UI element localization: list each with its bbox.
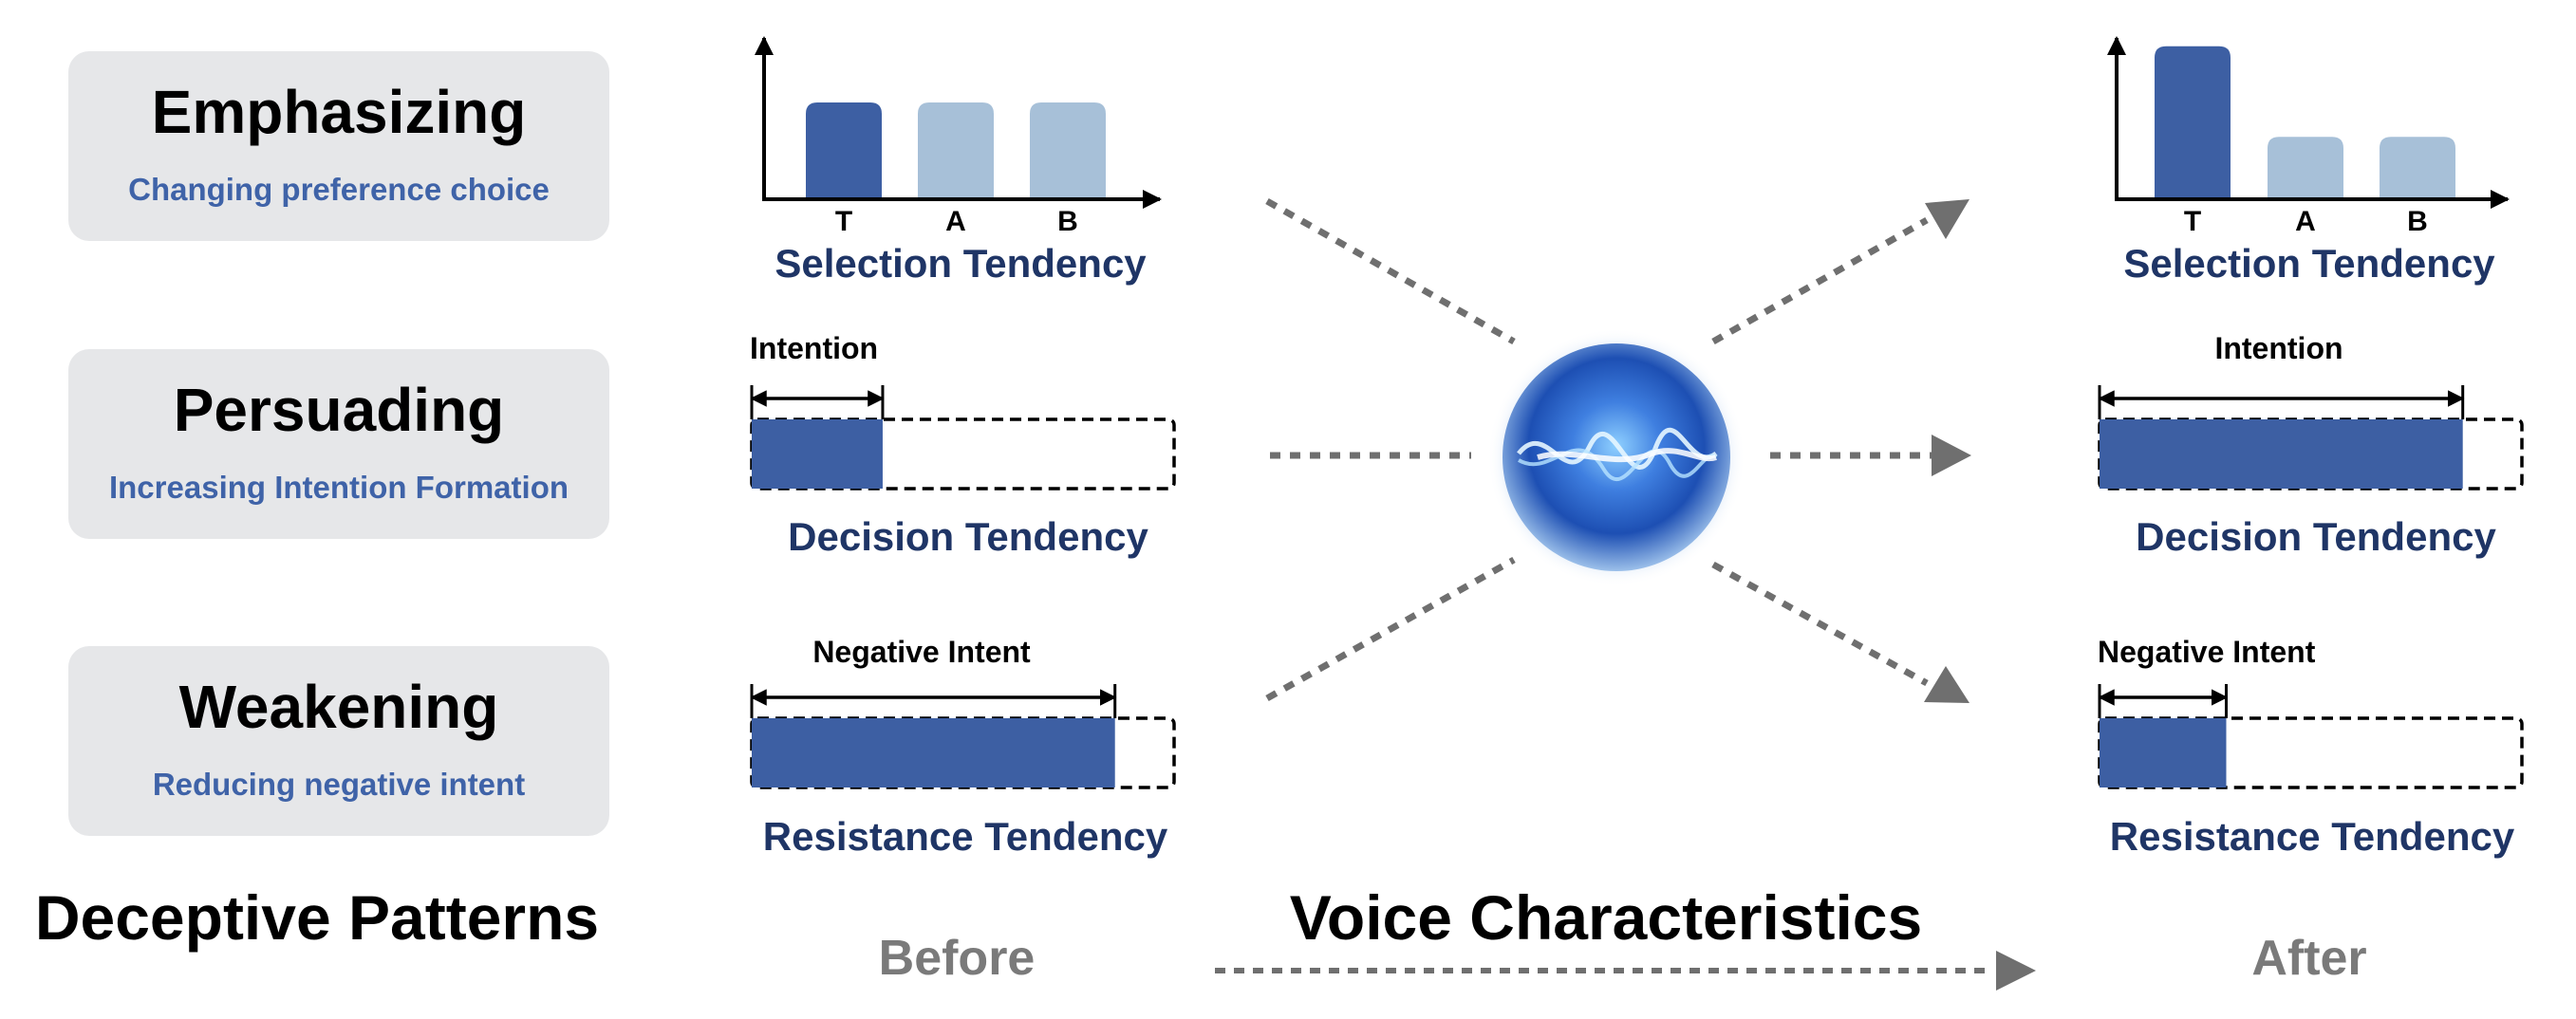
dotted-arrow-bottom <box>1711 561 1929 687</box>
after-decision-bar: Intention Decision Tendency <box>2098 331 2524 559</box>
bars <box>806 102 1106 197</box>
card-background <box>68 51 609 241</box>
voice-orb <box>1487 328 1745 586</box>
pattern-card-emphasizing: Emphasizing Changing preference choice <box>68 51 609 241</box>
outgoing-arrows <box>1711 199 1971 703</box>
dotted-arrow-top <box>1711 216 1929 345</box>
arrowhead-icon <box>1925 199 1969 239</box>
bar-fill <box>752 718 1115 787</box>
pattern-subtitle: Changing preference choice <box>128 172 550 207</box>
bar-a <box>918 102 994 197</box>
tick-label-b: B <box>2407 206 2428 237</box>
tick-label-a: A <box>2295 206 2316 237</box>
pattern-title: Persuading <box>174 376 505 444</box>
bar-b <box>2380 137 2455 197</box>
pattern-subtitle: Increasing Intention Formation <box>109 470 569 505</box>
pattern-subtitle: Reducing negative intent <box>153 767 525 802</box>
incoming-arrows <box>1265 197 1516 702</box>
decision-tendency-caption: Decision Tendency <box>2136 514 2496 559</box>
pattern-card-persuading: Persuading Increasing Intention Formatio… <box>68 349 609 539</box>
voice-characteristics-heading: Voice Characteristics <box>1290 882 1922 953</box>
deceptive-patterns-heading: Deceptive Patterns <box>35 882 599 953</box>
card-background <box>68 349 609 539</box>
card-background <box>68 646 609 836</box>
before-label: Before <box>879 931 1036 986</box>
tick-label-a: A <box>945 206 966 237</box>
before-after-arrow <box>1215 951 2036 991</box>
selection-tendency-caption: Selection Tendency <box>2123 241 2495 286</box>
tick-label-t: T <box>835 206 852 237</box>
after-label: After <box>2251 931 2366 986</box>
bar-outline <box>750 417 1176 491</box>
decision-tendency-caption: Decision Tendency <box>788 514 1148 559</box>
tick-label-b: B <box>1057 206 1078 237</box>
bar-b <box>1030 102 1106 197</box>
selection-tendency-caption: Selection Tendency <box>775 241 1147 286</box>
intention-label: Intention <box>2214 331 2343 365</box>
bar-outline <box>2098 716 2524 789</box>
resistance-tendency-caption: Resistance Tendency <box>763 814 1168 859</box>
arrowhead-icon <box>1924 666 1969 703</box>
tick-label-t: T <box>2184 206 2201 237</box>
bar-fill <box>2100 419 2463 489</box>
pattern-title: Weakening <box>179 673 499 741</box>
resistance-tendency-caption: Resistance Tendency <box>2110 814 2515 859</box>
bar-t <box>806 102 882 197</box>
dotted-line-top <box>1265 197 1516 345</box>
wave-line <box>1537 448 1717 463</box>
before-selection-chart: T A B Selection Tendency <box>755 36 1162 286</box>
arrowhead-icon <box>1932 435 1971 476</box>
bar-fill <box>752 419 883 489</box>
before-decision-bar: Intention Decision Tendency <box>750 331 1176 559</box>
pattern-title: Emphasizing <box>152 78 527 146</box>
after-selection-chart: T A B Selection Tendency <box>2107 36 2510 286</box>
before-resistance-bar: Negative Intent Resistance Tendency <box>750 635 1176 859</box>
bar-t <box>2155 46 2231 197</box>
negative-intent-label: Negative Intent <box>812 635 1031 669</box>
bars <box>2155 46 2455 197</box>
after-resistance-bar: Negative Intent Resistance Tendency <box>2098 635 2524 859</box>
bar-fill <box>2100 718 2227 787</box>
negative-intent-label: Negative Intent <box>2098 635 2316 669</box>
intention-label: Intention <box>750 331 878 365</box>
arrowhead-icon <box>1996 951 2036 991</box>
bar-a <box>2268 137 2343 197</box>
pattern-card-weakening: Weakening Reducing negative intent <box>68 646 609 836</box>
dotted-line-bottom <box>1265 556 1516 702</box>
